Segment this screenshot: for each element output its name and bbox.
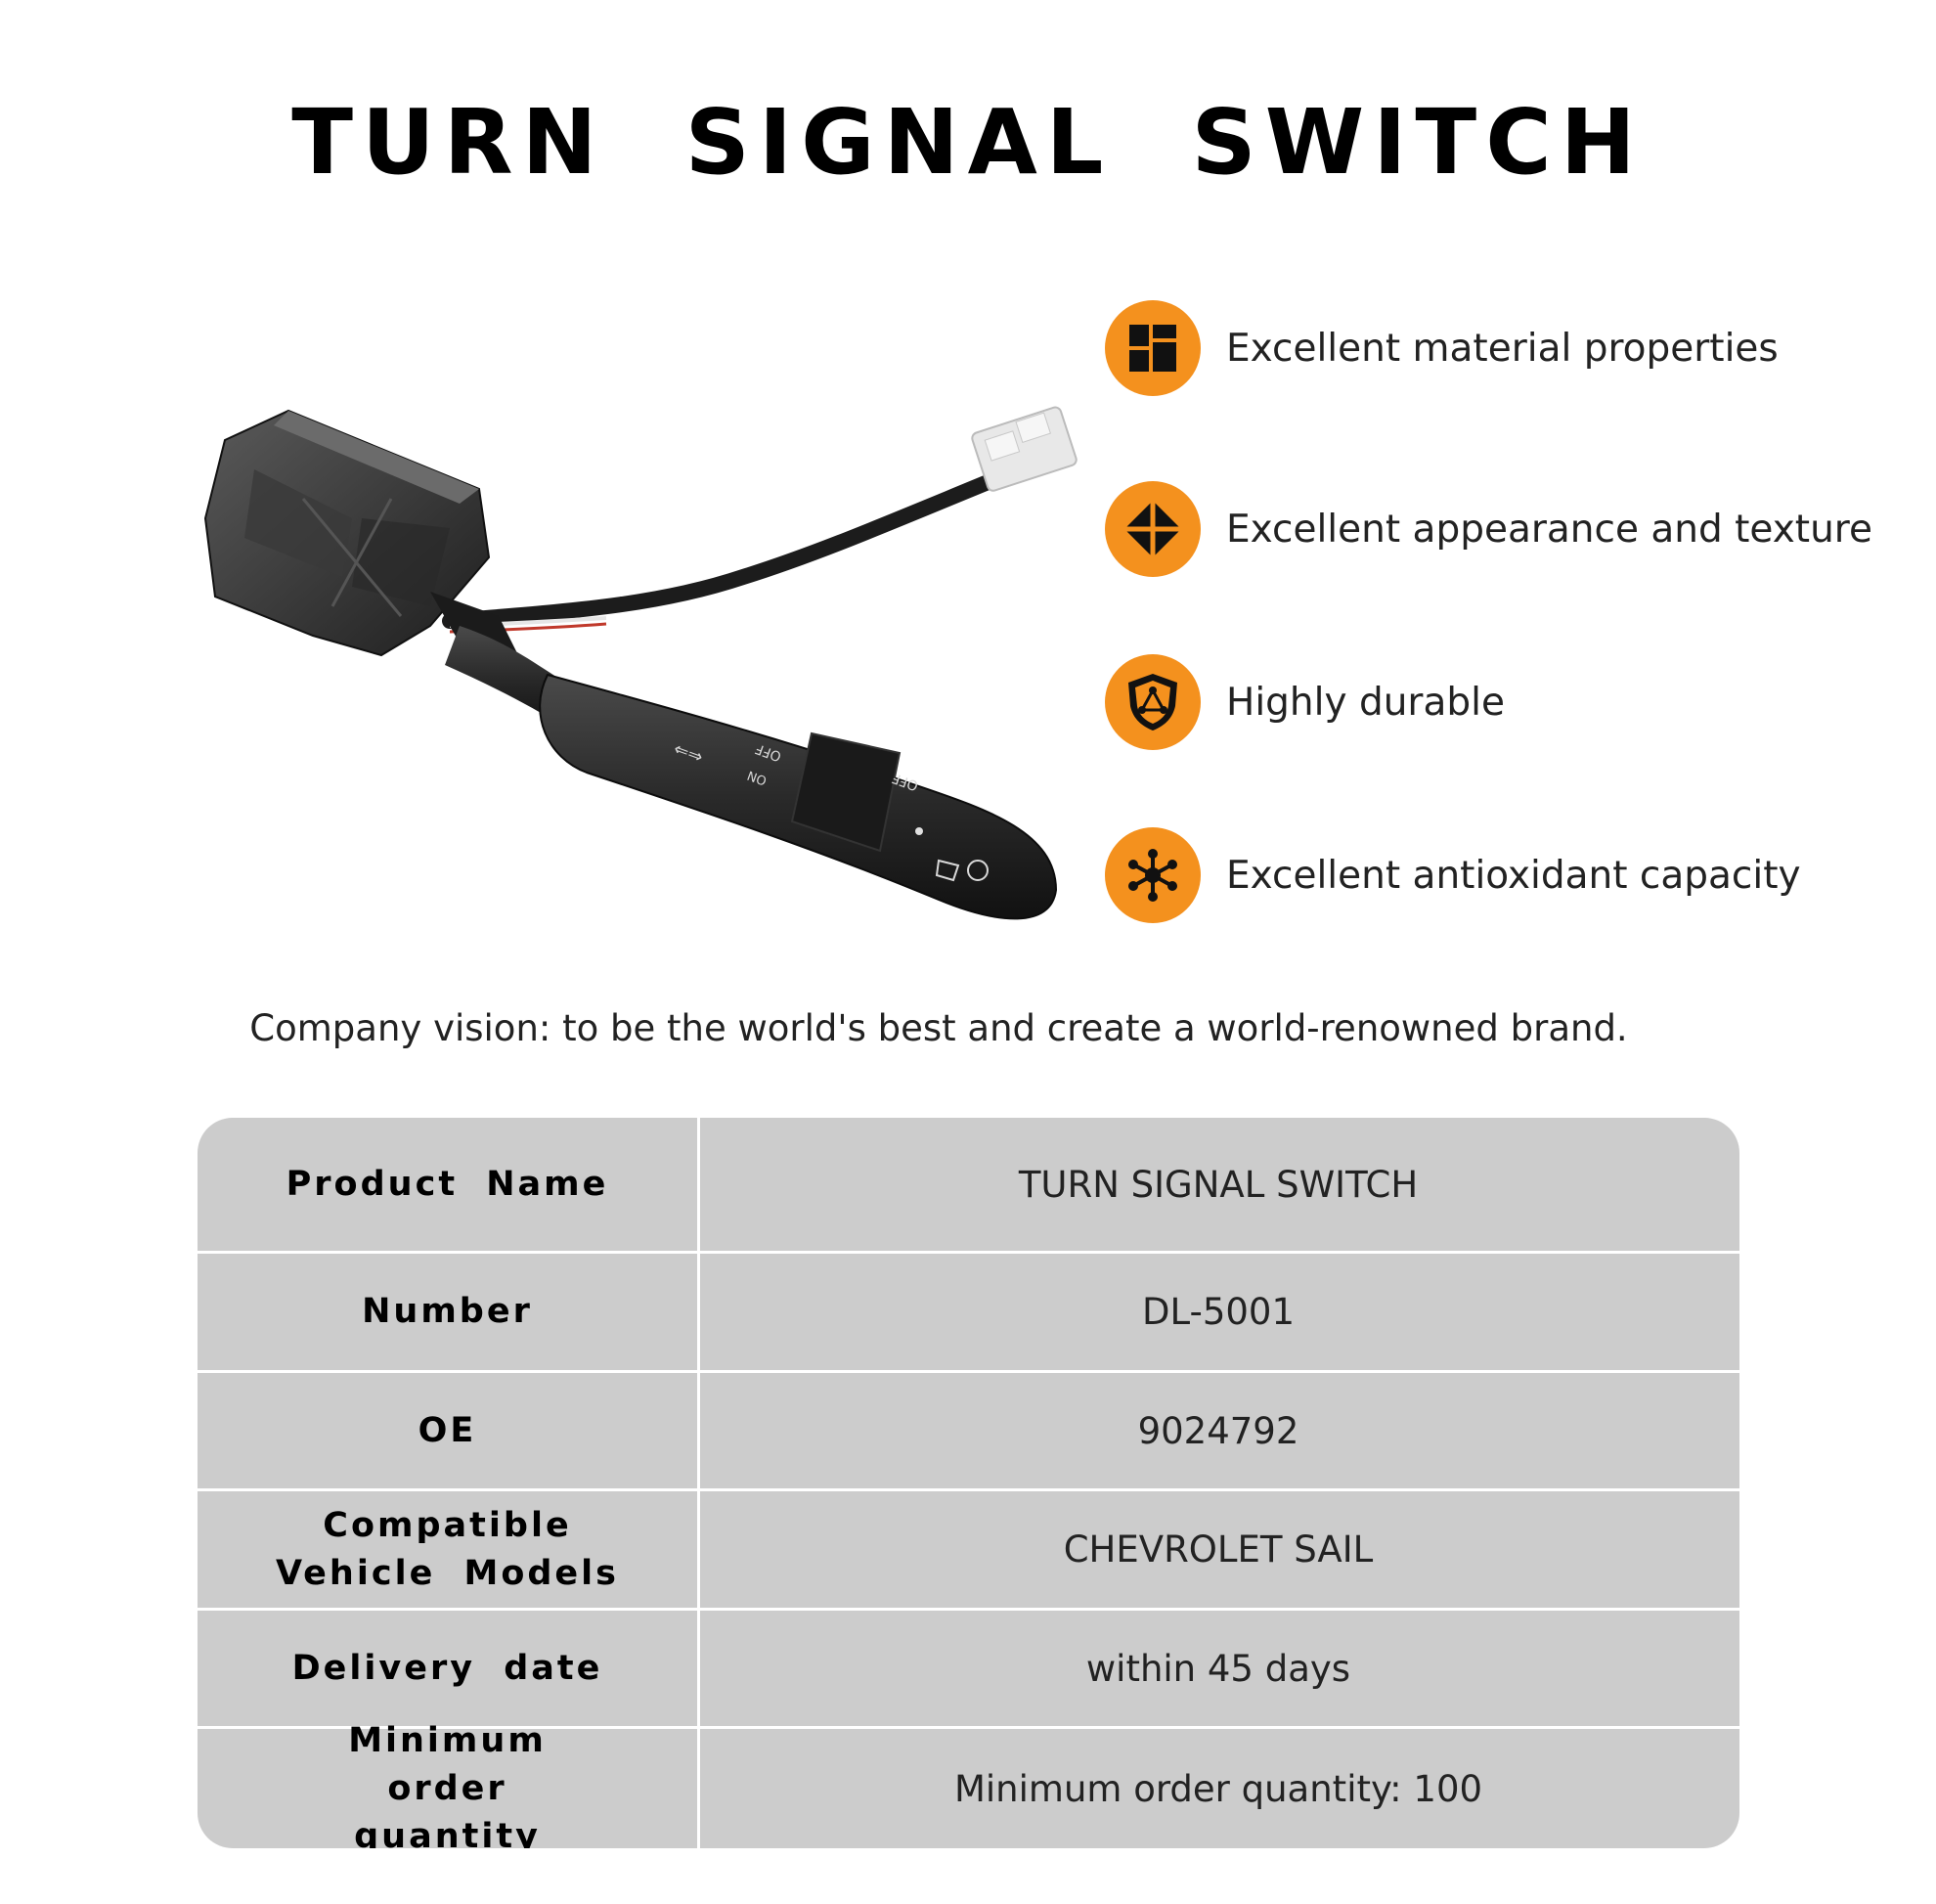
table-row: Minimum order quantity Minimum order qua… (198, 1720, 1739, 1849)
row-divider (198, 1251, 1739, 1254)
feature-item: Excellent appearance and texture (1105, 480, 1872, 578)
table-row: Number DL-5001 (198, 1254, 1739, 1370)
spec-value: TURN SIGNAL SWITCH (1018, 1163, 1419, 1206)
spec-value: CHEVROLET SAIL (1063, 1528, 1374, 1571)
feature-label: Excellent material properties (1226, 326, 1779, 371)
feature-label: Excellent antioxidant capacity (1226, 853, 1801, 898)
page-title: TURN SIGNAL SWITCH (291, 90, 1645, 195)
spec-value: DL-5001 (1142, 1291, 1295, 1333)
spec-key: OE (418, 1410, 477, 1450)
shield-icon (1105, 654, 1201, 750)
spec-key: Number (362, 1292, 533, 1331)
spec-key: Compatible Vehicle Models (276, 1505, 619, 1593)
spec-value: 9024792 (1137, 1409, 1299, 1452)
diamond-arrows-icon (1105, 481, 1201, 577)
feature-item: Excellent antioxidant capacity (1105, 826, 1801, 924)
spec-value: Minimum order quantity: 100 (953, 1767, 1483, 1810)
table-row: Compatible Vehicle Models CHEVROLET SAIL (198, 1491, 1739, 1608)
molecule-icon (1105, 827, 1201, 923)
spec-table: Product Name TURN SIGNAL SWITCH Number D… (198, 1118, 1739, 1848)
switch-housing (203, 409, 491, 657)
product-image: ⇐⇒ OFF ON OFF (203, 406, 1078, 920)
spec-value: within 45 days (1085, 1647, 1351, 1690)
column-divider (697, 1118, 700, 1848)
table-row: Product Name TURN SIGNAL SWITCH (198, 1118, 1739, 1251)
spec-key: Minimum order quantity (348, 1720, 547, 1849)
row-divider (198, 1370, 1739, 1373)
spec-key: Product Name (286, 1164, 609, 1204)
company-vision: Company vision: to be the world's best a… (249, 1007, 1628, 1049)
row-divider (198, 1488, 1739, 1491)
row-divider (198, 1726, 1739, 1729)
table-row: OE 9024792 (198, 1373, 1739, 1488)
lever-arm: ⇐⇒ OFF ON OFF (539, 673, 1058, 920)
feature-item: Excellent material properties (1105, 299, 1779, 397)
row-divider (198, 1608, 1739, 1611)
spec-key: Delivery date (291, 1648, 603, 1688)
connector-plug (971, 406, 1078, 492)
feature-label: Highly durable (1226, 680, 1505, 725)
table-row: Delivery date within 45 days (198, 1611, 1739, 1726)
feature-label: Excellent appearance and texture (1226, 507, 1872, 552)
blocks-icon (1105, 300, 1201, 396)
feature-item: Highly durable (1105, 653, 1505, 751)
lever-on-marking: ON (745, 767, 769, 787)
